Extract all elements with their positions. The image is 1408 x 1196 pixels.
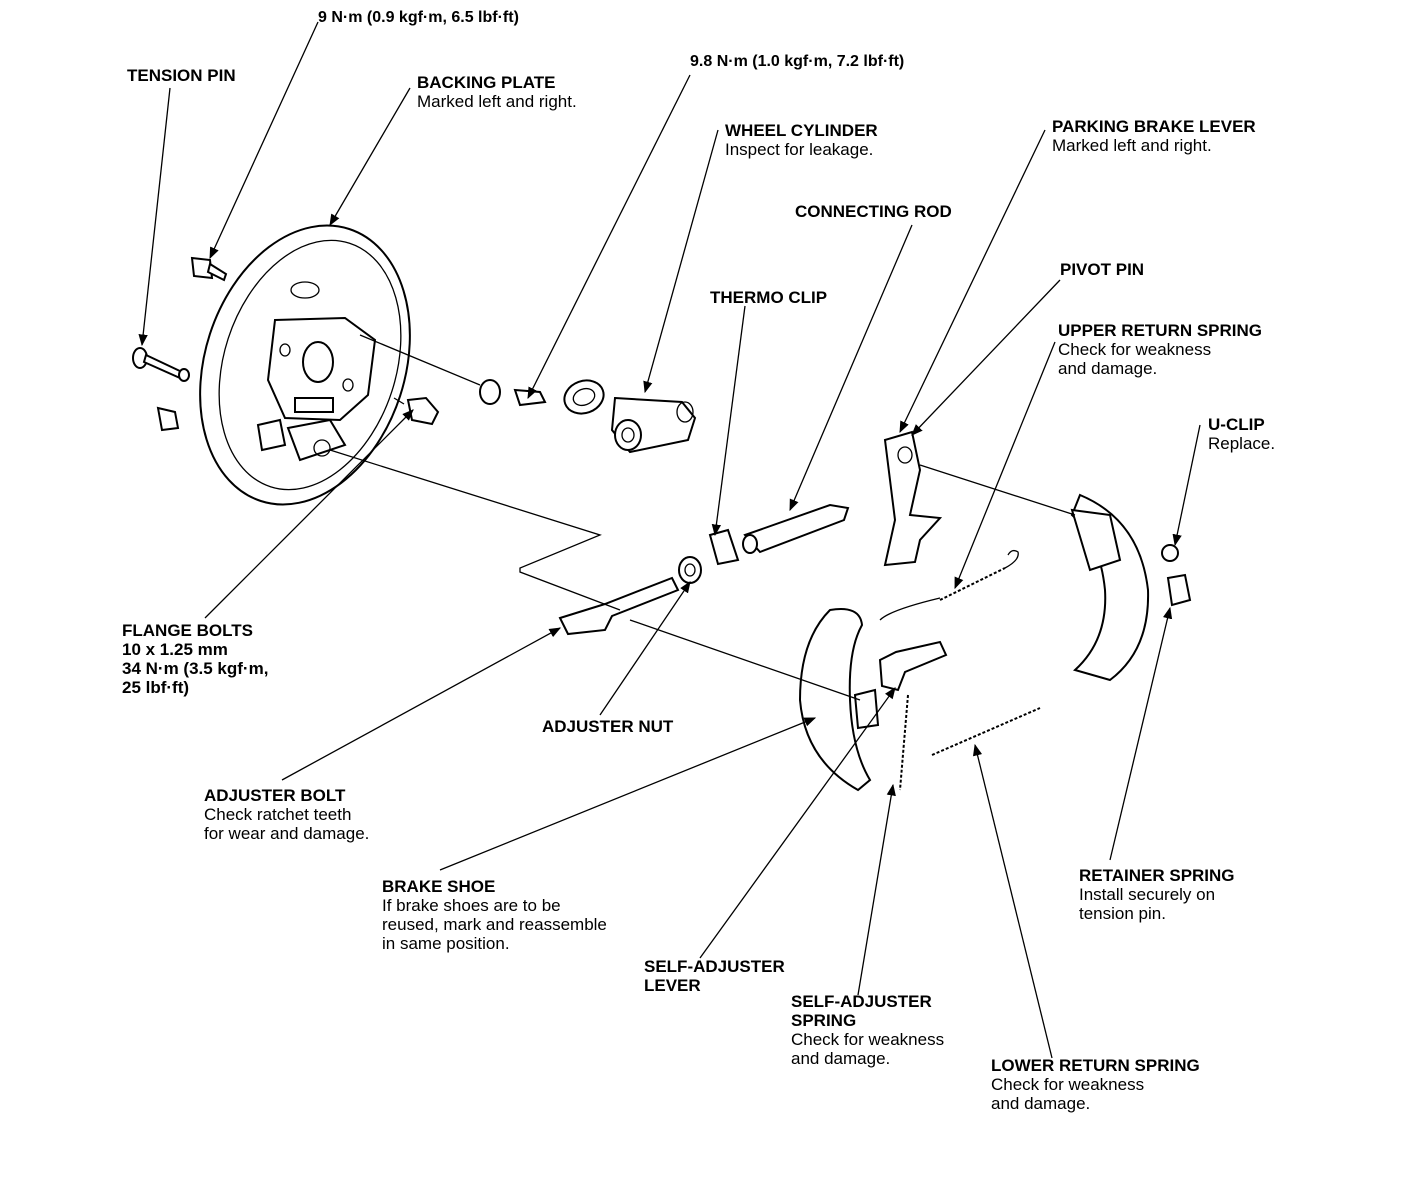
- upper-return-spring: [879, 549, 1019, 621]
- retainer-spring-small: [156, 406, 180, 432]
- bleeder-cap: [479, 379, 501, 405]
- lower-return-spring: [931, 707, 1041, 756]
- top-bolt: [190, 256, 228, 282]
- label-connecting-rod: CONNECTING ROD: [795, 202, 952, 221]
- label-thermo-clip: THERMO CLIP: [710, 288, 828, 307]
- connecting-rod: [742, 503, 850, 554]
- thermo-clip: [708, 528, 740, 566]
- assembly-guide-lines: [329, 334, 1076, 701]
- label-u-clip: U-CLIP Replace.: [1208, 415, 1276, 453]
- label-upper-return-spring: UPPER RETURN SPRING Check for weakness a…: [1058, 321, 1263, 378]
- retainer-spring: [1166, 573, 1192, 607]
- label-self-adjuster-lever: SELF-ADJUSTER LEVER: [644, 957, 785, 995]
- self-adjuster-spring: [899, 694, 909, 791]
- label-lower-return-spring: LOWER RETURN SPRING Check for weakness a…: [991, 1056, 1200, 1113]
- backing-plate: [199, 224, 411, 506]
- label-brake-shoe: BRAKE SHOE If brake shoes are to be reus…: [382, 877, 607, 953]
- adjuster-bolt: [558, 576, 680, 636]
- label-wheel-cylinder: WHEEL CYLINDER Inspect for leakage.: [725, 121, 878, 159]
- wheel-cylinder: [610, 396, 697, 454]
- torque-spec-wheel-cylinder: 9.8 N·m (1.0 kgf·m, 7.2 lbf·ft): [690, 53, 905, 70]
- self-adjuster-lever: [878, 640, 948, 692]
- bleeder-screw: [513, 388, 547, 407]
- label-backing-plate: BACKING PLATE Marked left and right.: [417, 73, 577, 111]
- leader-lines: [138, 21, 1201, 1059]
- brake-shoe-front: [798, 608, 880, 792]
- brake-shoe-rear: [1070, 493, 1150, 682]
- label-adjuster-nut: ADJUSTER NUT: [542, 717, 674, 736]
- label-parking-brake-lever: PARKING BRAKE LEVER Marked left and righ…: [1052, 117, 1256, 155]
- label-tension-pin: TENSION PIN: [127, 66, 236, 85]
- tension-pin: [132, 347, 190, 382]
- flange-bolt: [393, 396, 440, 426]
- label-retainer-spring: RETAINER SPRING Install securely on tens…: [1079, 866, 1235, 923]
- torque-spec-top: 9 N·m (0.9 kgf·m, 6.5 lbf·ft): [318, 9, 519, 26]
- label-pivot-pin: PIVOT PIN: [1060, 260, 1145, 279]
- adjuster-nut: [678, 556, 702, 584]
- label-adjuster-bolt: ADJUSTER BOLT Check ratchet teeth for we…: [204, 786, 370, 843]
- label-flange-bolts: FLANGE BOLTS 10 x 1.25 mm 34 N·m (3.5 kg…: [122, 621, 269, 697]
- label-self-adjuster-spring: SELF-ADJUSTER SPRING Check for weakness …: [791, 992, 945, 1068]
- u-clip: [1161, 544, 1179, 562]
- parking-brake-lever: [883, 430, 943, 567]
- wheel-cylinder-gasket: [563, 379, 605, 415]
